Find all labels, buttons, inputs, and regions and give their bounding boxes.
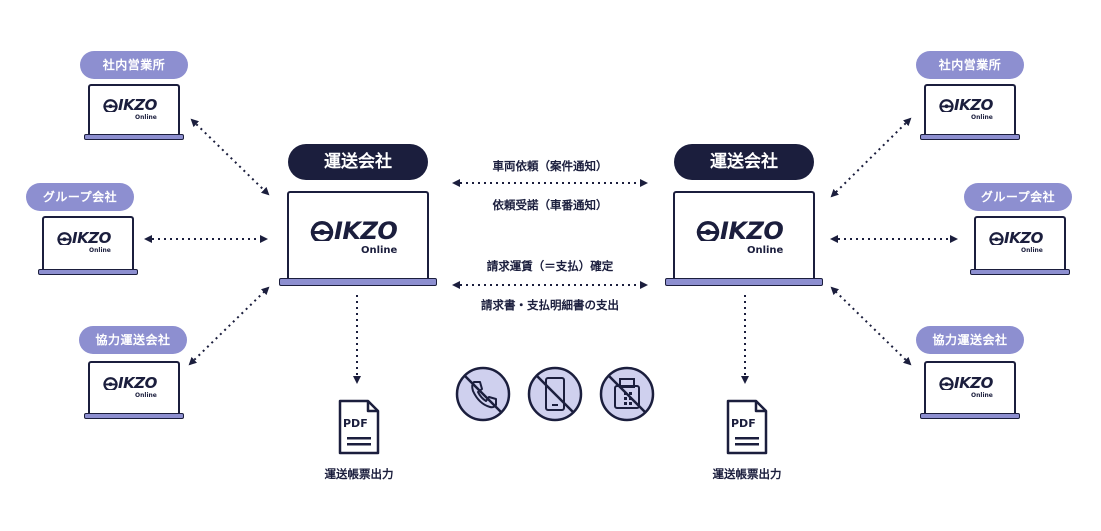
left-main-logo: IKZO Online: [310, 217, 398, 256]
arrow-right-partner: [830, 286, 912, 366]
wheel-icon: [57, 231, 72, 245]
right-laptop-office: IKZO Online: [920, 84, 1020, 140]
right-label-partner: 協力運送会社: [916, 326, 1024, 354]
right-main-logo: IKZO Online: [696, 217, 784, 256]
right-pdf-caption: 運送帳票出力: [712, 467, 782, 481]
left-main-laptop: IKZO Online: [279, 191, 437, 286]
left-label-partner: 協力運送会社: [79, 326, 187, 354]
flow-bottom-below: 請求書・支払明細書の支出: [481, 298, 619, 312]
right-laptop-partner: IKZO Online: [920, 361, 1020, 419]
wheel-icon: [310, 221, 334, 241]
left-office-logo: IKZO Online: [103, 96, 157, 121]
arrow-right-office: [830, 117, 912, 198]
wheel-icon: [939, 98, 954, 112]
arrow-left-partner: [188, 286, 270, 366]
wheel-icon: [989, 231, 1004, 245]
right-pdf-icon: PDF: [725, 399, 769, 455]
left-laptop-office: IKZO Online: [84, 84, 184, 140]
no-mobile-icon: [527, 366, 583, 422]
left-center-label: 運送会社: [288, 144, 428, 180]
no-phone-icon: [455, 366, 511, 422]
left-pdf-caption: 運送帳票出力: [324, 467, 394, 481]
left-partner-logo: IKZO Online: [103, 374, 157, 399]
wheel-icon: [103, 376, 118, 390]
no-fax-icon: [599, 366, 655, 422]
right-office-logo: IKZO Online: [939, 96, 993, 121]
right-main-laptop: IKZO Online: [665, 191, 823, 286]
right-label-office: 社内営業所: [916, 51, 1024, 79]
left-label-group: グループ会社: [26, 183, 134, 211]
wheel-icon: [939, 376, 954, 390]
right-group-logo: IKZO Online: [989, 229, 1043, 254]
wheel-icon: [103, 98, 118, 112]
left-group-logo: IKZO Online: [57, 229, 111, 254]
left-laptop-partner: IKZO Online: [84, 361, 184, 419]
wheel-icon: [696, 221, 720, 241]
right-label-group: グループ会社: [964, 183, 1072, 211]
right-center-label: 運送会社: [674, 144, 814, 180]
arrow-left-office: [190, 118, 270, 196]
right-partner-logo: IKZO Online: [939, 374, 993, 399]
left-laptop-group: IKZO Online: [38, 216, 138, 275]
right-laptop-group: IKZO Online: [970, 216, 1070, 275]
left-pdf-icon: PDF: [337, 399, 381, 455]
flow-bottom-above: 請求運賃（＝支払）確定: [486, 259, 614, 273]
flow-top-below: 依頼受諾（車番通知）: [492, 198, 608, 212]
flow-top-above: 車両依頼（案件通知）: [492, 159, 608, 173]
left-label-office: 社内営業所: [80, 51, 188, 79]
